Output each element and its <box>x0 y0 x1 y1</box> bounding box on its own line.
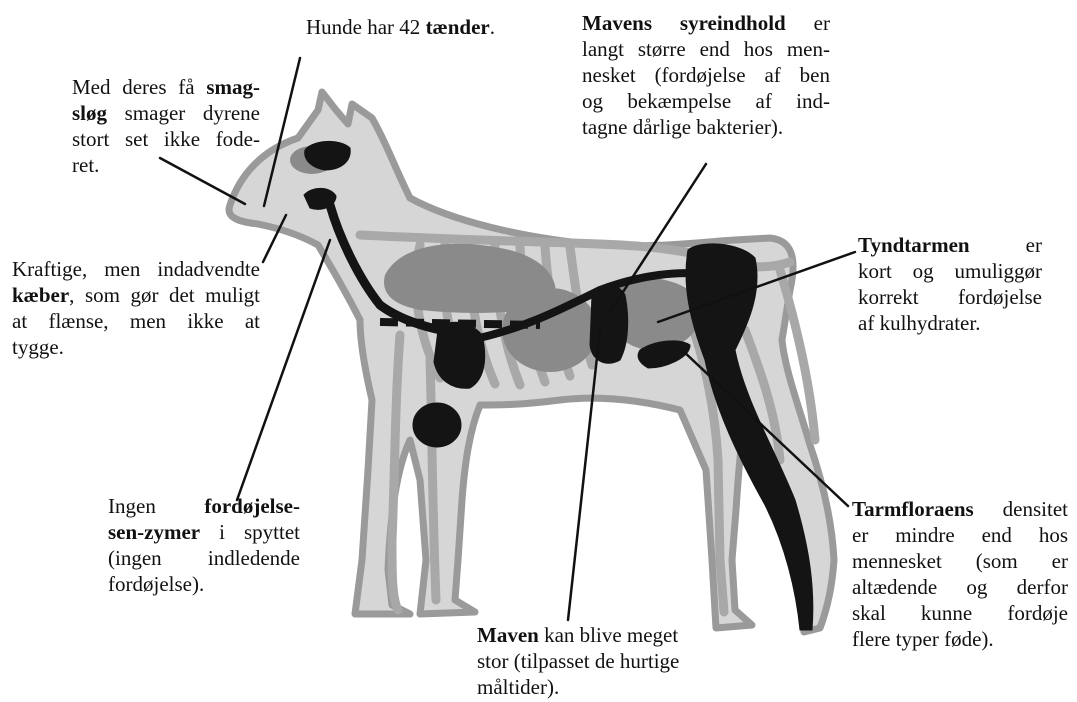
jaw-line-1: Kraftige, men indadvendte <box>12 256 260 282</box>
jaw-line-4: tygge. <box>12 334 260 360</box>
enzymes-line-1: Ingen fordøjelse- <box>108 493 300 519</box>
small-intestine-line-4: af kulhydrater. <box>858 310 1042 336</box>
small-intestine-line-3: korrekt fordøjelse <box>858 284 1042 310</box>
heart <box>434 322 485 388</box>
taste-line-1: Med deres få smag- <box>72 74 260 100</box>
enzymes-line-3: (ingen indledende <box>108 545 300 571</box>
taste-line-3: stort set ikke fode- <box>72 126 260 152</box>
acid-line-1: Mavens syreindhold er <box>582 10 830 36</box>
acid-line-5: tagne dårlige bakterier). <box>582 114 830 140</box>
annotation-enzymes: Ingen fordøjelse- sen-zymer i spyttet (i… <box>108 493 300 597</box>
annotation-small-intestine: Tyndtarmen er kort og umuliggør korrekt … <box>858 232 1042 336</box>
annotation-stomach-acid: Mavens syreindhold er langt større end h… <box>582 10 830 140</box>
annotation-taste: Med deres få smag- sløg smager dyrene st… <box>72 74 260 178</box>
flora-line-3: mennesket (som er <box>852 548 1068 574</box>
annotation-teeth: Hunde har 42 tænder. <box>306 14 495 40</box>
flora-line-4: altædende og derfor <box>852 574 1068 600</box>
stomach-line-1: Maven kan blive meget <box>477 622 729 648</box>
flora-line-2: er mindre end hos <box>852 522 1068 548</box>
enzymes-line-4: fordøjelse). <box>108 571 300 597</box>
teeth-line-1: Hunde har 42 tænder. <box>306 14 495 40</box>
flora-line-1: Tarmfloraens densitet <box>852 496 1068 522</box>
taste-line-2: sløg smager dyrene <box>72 100 260 126</box>
jaw-line-3: at flænse, men ikke at <box>12 308 260 334</box>
jaw-line-2: kæber, som gør det muligt <box>12 282 260 308</box>
annotation-gut-flora: Tarmfloraens densitet er mindre end hos … <box>852 496 1068 652</box>
small-intestine-line-1: Tyndtarmen er <box>858 232 1042 258</box>
acid-line-3: nesket (fordøjelse af ben <box>582 62 830 88</box>
acid-line-4: og bekæmpelse af ind- <box>582 88 830 114</box>
lower-organ <box>413 403 461 447</box>
stomach <box>590 285 628 363</box>
annotation-jaw: Kraftige, men indadvendte kæber, som gør… <box>12 256 260 360</box>
annotation-stomach: Maven kan blive meget stor (tilpasset de… <box>477 622 729 700</box>
small-intestine-line-2: kort og umuliggør <box>858 258 1042 284</box>
enzymes-line-2: sen-zymer i spyttet <box>108 519 300 545</box>
acid-line-2: langt større end hos men- <box>582 36 830 62</box>
taste-line-4: ret. <box>72 152 260 178</box>
flora-line-5: skal kunne fordøje <box>852 600 1068 626</box>
flora-line-6: flere typer føde). <box>852 626 1068 652</box>
stomach-line-3: måltider). <box>477 674 729 700</box>
stomach-line-2: stor (tilpasset de hurtige <box>477 648 729 674</box>
